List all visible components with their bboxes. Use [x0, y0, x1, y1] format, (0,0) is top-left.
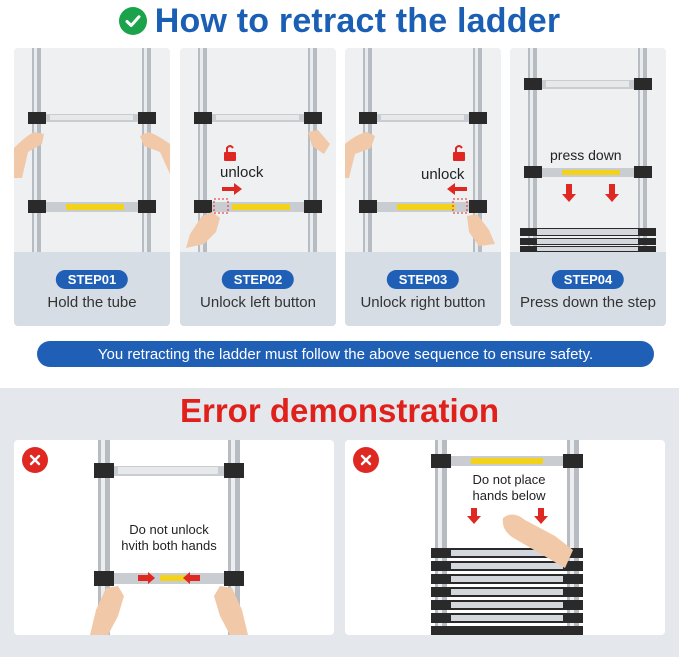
error-message-line: hvith both hands	[121, 538, 217, 553]
step-badge: STEP03	[386, 270, 460, 289]
ladder-illustration	[186, 48, 330, 252]
error-message-1: Do not unlock hvith both hands	[119, 522, 219, 554]
step-caption: Unlock right button	[360, 294, 486, 311]
ladder-illustration	[14, 48, 170, 252]
step-panel-1: STEP01 Hold the tube	[14, 48, 170, 326]
ladder-illustration	[90, 440, 248, 635]
error-message-line: Do not unlock	[129, 522, 209, 537]
error-message-line: Do not place	[472, 472, 546, 487]
error-title: Error demonstration	[179, 392, 500, 429]
safety-banner: You retracting the ladder must follow th…	[37, 341, 654, 367]
check-circle-icon	[118, 7, 147, 35]
error-panel-1: Do not unlock hvith both hands	[14, 440, 334, 635]
error-panel-2: Do not place hands below	[345, 440, 665, 635]
ladder-illustration	[520, 48, 656, 252]
unlock-icon	[453, 152, 465, 161]
step-badge: STEP02	[221, 270, 295, 289]
error-x-icon	[353, 447, 379, 473]
error-message-2: Do not place hands below	[459, 472, 559, 504]
ladder-illustration	[431, 440, 583, 635]
step-caption: Hold the tube	[47, 294, 137, 311]
step-caption: Press down the step	[520, 294, 656, 311]
unlock-label: unlock	[220, 164, 264, 181]
ladder-illustration	[345, 48, 495, 252]
step-caption: Unlock left button	[200, 294, 316, 311]
error-message-line: hands below	[472, 488, 546, 503]
unlock-label: unlock	[421, 166, 465, 183]
press-down-label: press down	[550, 147, 622, 163]
page-title: How to retract the ladder	[154, 1, 561, 40]
step-panel-4: press down STEP04 Press down the step	[510, 48, 666, 326]
unlock-icon	[224, 152, 236, 161]
title-row: How to retract the ladder	[0, 0, 679, 42]
step-badge: STEP04	[551, 270, 625, 289]
error-x-icon	[22, 447, 48, 473]
step-panel-3: unlock STEP03 Unlock right button	[345, 48, 501, 326]
step-badge: STEP01	[55, 270, 129, 289]
step-panel-2: unlock STEP02 Unlock left button	[180, 48, 336, 326]
